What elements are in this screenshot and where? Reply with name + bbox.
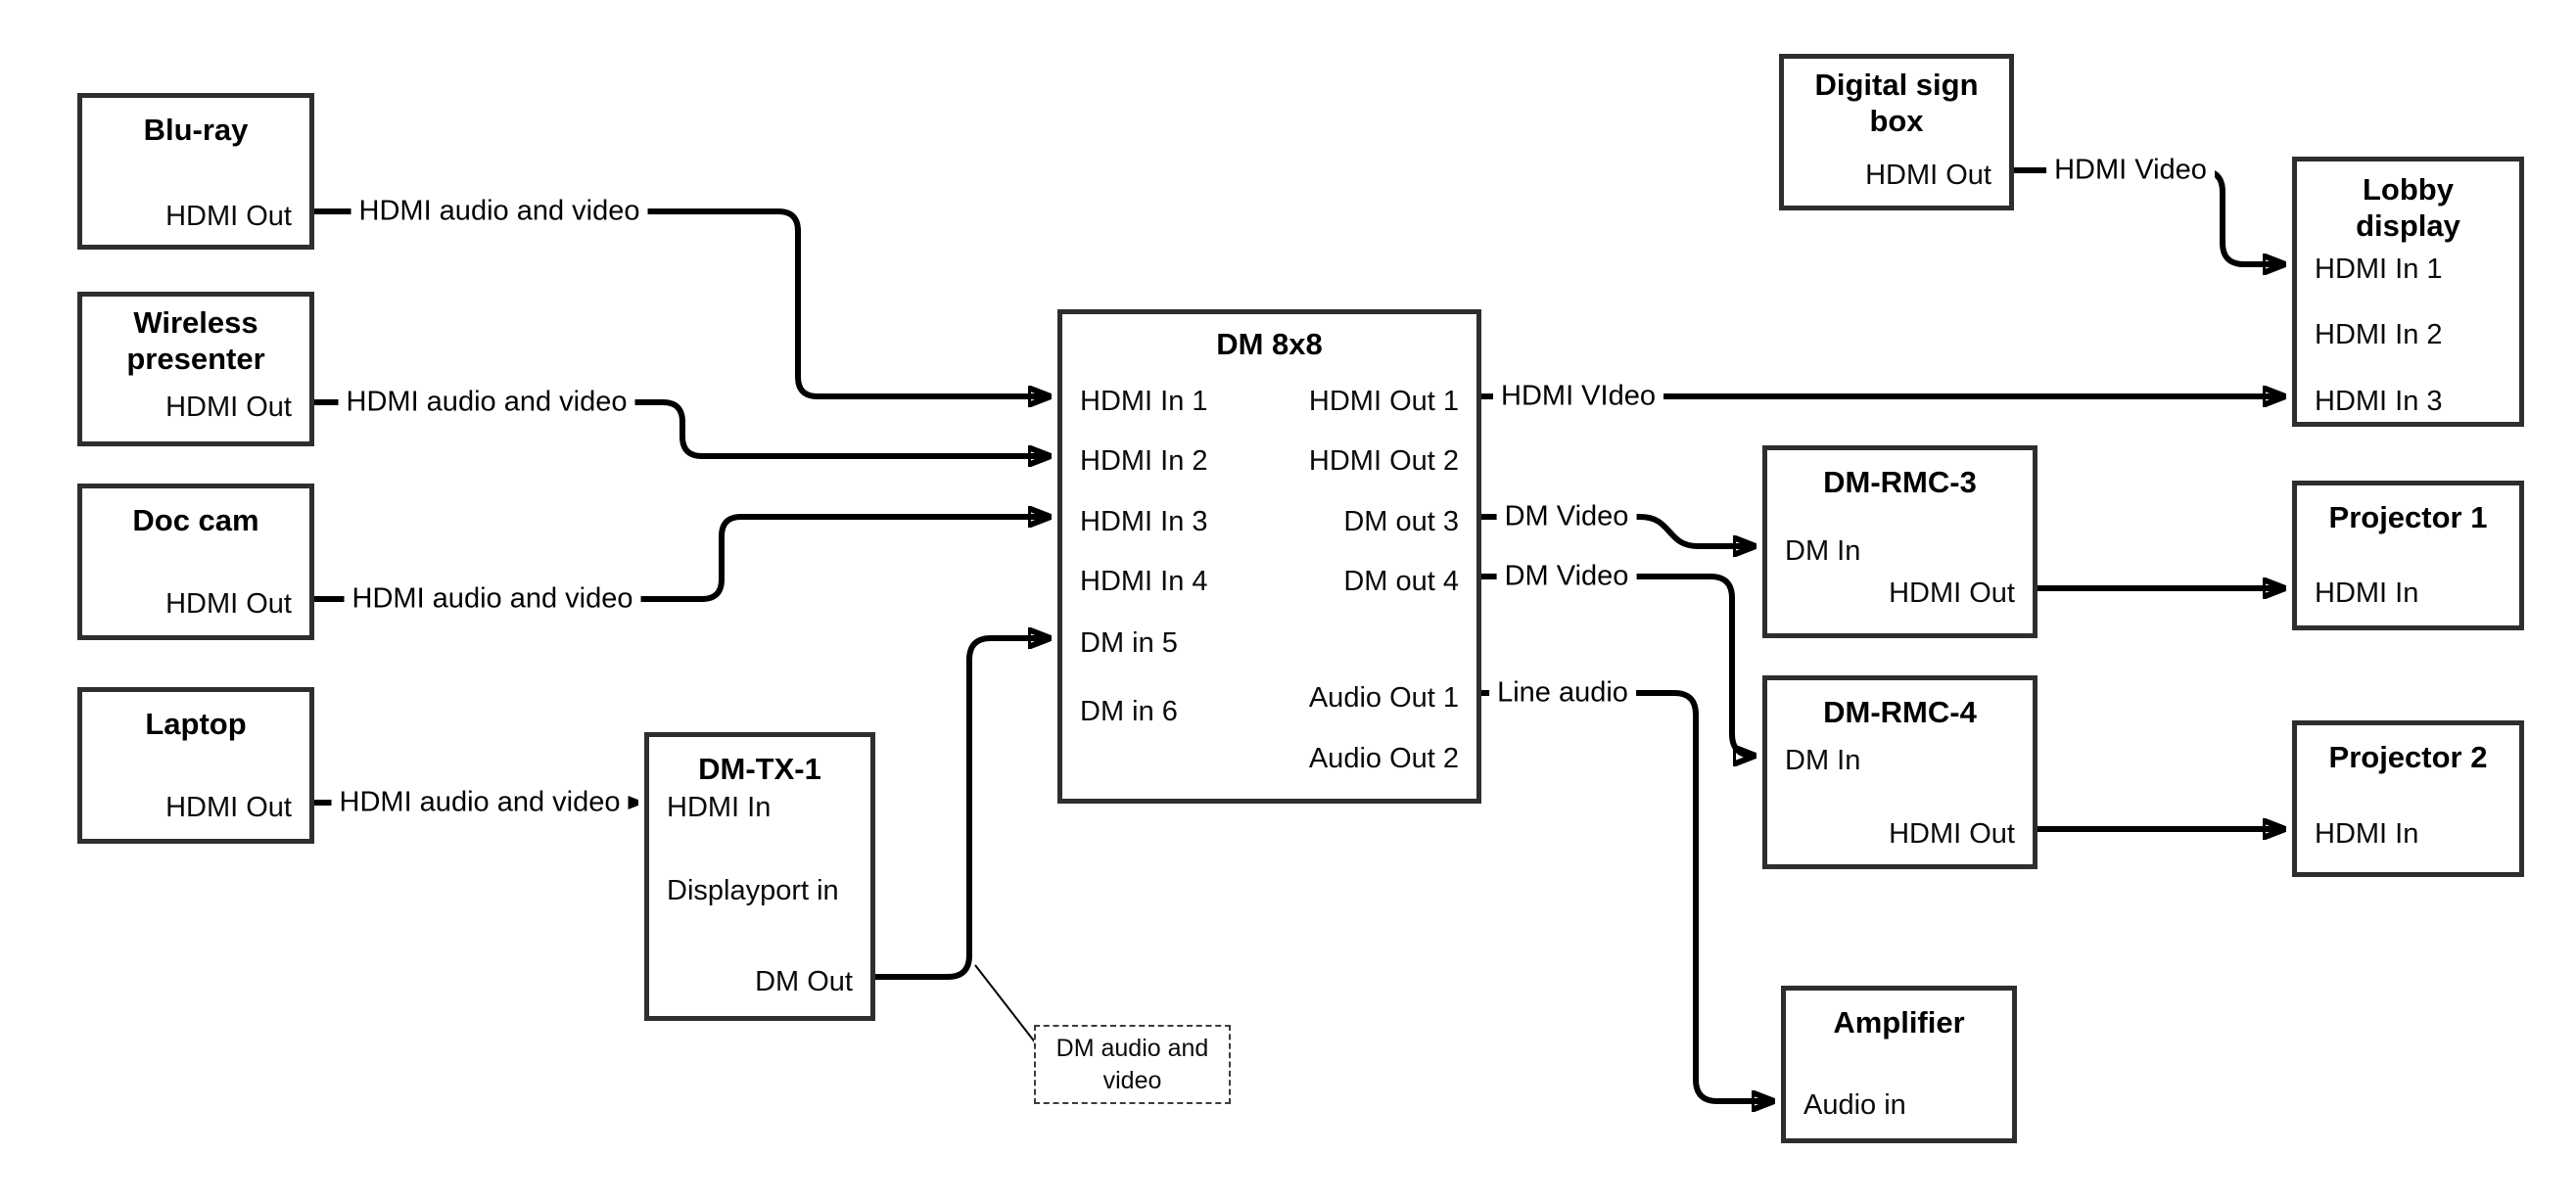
port-dm-out: DM Out: [755, 966, 853, 997]
port-hdmi-out: HDMI Out: [165, 588, 292, 620]
port-hdmi-in-2: HDMI In 2: [2315, 319, 2443, 350]
node-title: Amplifier: [1833, 1005, 1965, 1039]
node-title: Digital sign box: [1814, 68, 1979, 139]
port-displayport-in: Displayport in: [667, 875, 839, 906]
port-dm-in: DM In: [1785, 745, 1861, 776]
node-title: DM-RMC-3: [1823, 465, 1977, 499]
port-hdmi-in-1: HDMI In 1: [2315, 254, 2443, 285]
cable-label-doccam: HDMI audio and video: [344, 582, 641, 616]
cable-dmtx1-to-dm8x8-in5: [875, 638, 1051, 980]
port-hdmi-in-4: HDMI In 4: [1080, 566, 1208, 597]
cable-label-audio-out-1: Line audio: [1489, 676, 1636, 710]
node-title: Blu-ray: [143, 113, 249, 147]
port-dm-in-6: DM in 6: [1080, 696, 1178, 727]
port-hdmi-out: HDMI Out: [165, 792, 292, 823]
port-audio-in: Audio in: [1803, 1089, 1906, 1121]
cable-bluray-to-dm8x8-in1: [314, 208, 1051, 396]
node-doc-cam: Doc cam HDMI Out: [77, 484, 314, 640]
port-hdmi-in-2: HDMI In 2: [1080, 445, 1208, 477]
port-hdmi-in-3: HDMI In 3: [2315, 386, 2443, 417]
node-digital-sign-box: Digital sign box HDMI Out: [1779, 54, 2014, 210]
node-dm-tx-1: DM-TX-1 HDMI In Displayport in DM Out: [644, 732, 875, 1021]
node-title: DM-TX-1: [698, 752, 821, 786]
port-audio-out-2: Audio Out 2: [1308, 743, 1459, 774]
node-amplifier: Amplifier Audio in: [1781, 986, 2017, 1143]
cable-label-wireless: HDMI audio and video: [338, 386, 635, 419]
port-dm-in-5: DM in 5: [1080, 627, 1178, 659]
cable-dm8x8-out4-to-dmrmc4: [1481, 574, 1756, 756]
port-hdmi-out: HDMI Out: [165, 392, 292, 423]
node-title: Laptop: [145, 707, 247, 741]
port-hdmi-in: HDMI In: [667, 792, 772, 823]
node-lobby-display: Lobby display HDMI In 1 HDMI In 2 HDMI I…: [2292, 157, 2524, 427]
port-audio-out-1: Audio Out 1: [1308, 682, 1459, 714]
cable-label-hdmi-out-1: HDMI VIdeo: [1493, 380, 1663, 413]
callout-leader-line: [974, 964, 1037, 1044]
port-hdmi-out: HDMI Out: [1889, 818, 2015, 850]
port-hdmi-out: HDMI Out: [1889, 577, 2015, 609]
node-dm-8x8: DM 8x8 HDMI In 1 HDMI In 2 HDMI In 3 HDM…: [1057, 309, 1481, 804]
node-laptop: Laptop HDMI Out: [77, 687, 314, 844]
node-title: DM 8x8: [1216, 327, 1323, 361]
callout-text: DM audio and video: [1055, 1035, 1209, 1094]
cable-label-laptop: HDMI audio and video: [331, 786, 629, 819]
node-title: DM-RMC-4: [1823, 695, 1977, 729]
node-title: Wireless presenter: [126, 305, 265, 377]
port-hdmi-out: HDMI Out: [165, 201, 292, 232]
node-blu-ray: Blu-ray HDMI Out: [77, 93, 314, 250]
node-dm-rmc-3: DM-RMC-3 DM In HDMI Out: [1762, 445, 2037, 638]
port-hdmi-in-3: HDMI In 3: [1080, 506, 1208, 537]
node-projector-1: Projector 1 HDMI In: [2292, 481, 2524, 630]
node-dm-rmc-4: DM-RMC-4 DM In HDMI Out: [1762, 675, 2037, 869]
port-hdmi-out-2: HDMI Out 2: [1308, 445, 1459, 477]
port-dm-out-4: DM out 4: [1343, 566, 1459, 597]
port-hdmi-in: HDMI In: [2315, 818, 2419, 850]
port-hdmi-out-1: HDMI Out 1: [1308, 386, 1459, 417]
cable-label-dm-out-3: DM Video: [1496, 500, 1637, 533]
cable-label-dm-out-4: DM Video: [1496, 560, 1637, 593]
cable-dm8x8-audio1-to-amplifier: [1481, 690, 1774, 1101]
cable-label-bluray: HDMI audio and video: [351, 195, 648, 228]
node-title: Projector 2: [2328, 740, 2488, 774]
cable-label-digital-sign: HDMI Video: [2046, 154, 2215, 187]
port-hdmi-in: HDMI In: [2315, 577, 2419, 609]
node-title: Doc cam: [132, 503, 259, 537]
port-dm-out-3: DM out 3: [1343, 506, 1459, 537]
callout-dm-audio-and-video: DM audio and video: [1034, 1025, 1231, 1104]
port-hdmi-in-1: HDMI In 1: [1080, 386, 1208, 417]
node-title: Lobby display: [2356, 172, 2460, 244]
port-hdmi-out: HDMI Out: [1865, 160, 1991, 191]
node-projector-2: Projector 2 HDMI In: [2292, 720, 2524, 877]
port-dm-in: DM In: [1785, 535, 1861, 567]
node-title: Projector 1: [2328, 500, 2488, 534]
node-wireless-presenter: Wireless presenter HDMI Out: [77, 292, 314, 446]
